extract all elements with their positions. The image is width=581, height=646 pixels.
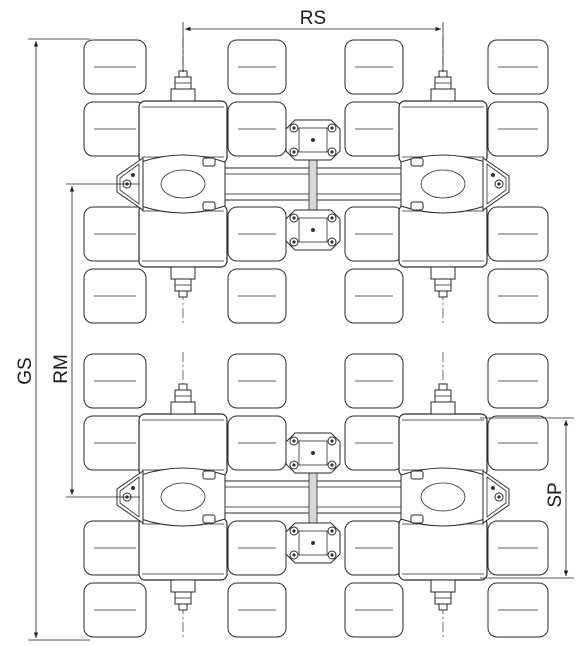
left-lower-hub (138, 517, 228, 581)
flange-bolt-center (330, 439, 334, 443)
flange-bolt-center (330, 240, 334, 244)
left-upper-hub (138, 100, 228, 164)
right-bottom-hub-cap (430, 266, 456, 298)
left-bottom-hub-cap (170, 266, 196, 298)
right-upper-hub (398, 413, 488, 477)
flange-bolt-center (292, 553, 296, 557)
rm-dimension-label: RM (51, 354, 72, 384)
front-axle-assembly (83, 38, 549, 325)
left-knuckle-housing (140, 467, 226, 527)
flange-bolt-center (292, 216, 296, 220)
right-hanger-bracket (482, 470, 510, 524)
right-lower-hub (398, 517, 488, 581)
stud-tip (178, 383, 188, 391)
beam-bolt (202, 470, 216, 480)
left-top-hub-cap (170, 383, 196, 415)
right-upper-hub (398, 100, 488, 164)
left-knuckle-ring (160, 482, 206, 512)
flange-bolt-center (330, 553, 334, 557)
flange-bolt-center (292, 126, 296, 130)
sp-dimension-label: SP (545, 482, 566, 507)
bracket-inner (486, 163, 507, 205)
beam-bolt (202, 201, 216, 211)
rear-axle-assembly (83, 352, 549, 639)
flange-bolt-center (292, 150, 296, 154)
sp-dimension: SP (480, 417, 574, 579)
flange-bolt-center (292, 463, 296, 467)
flange-bolt-center (330, 150, 334, 154)
beam-bolt (202, 157, 216, 167)
bracket-inner (486, 476, 507, 518)
right-top-hub-cap (430, 383, 456, 415)
bracket-pin-center (497, 182, 501, 186)
stud-tip (178, 603, 188, 611)
top-coupling-flange (285, 119, 341, 161)
beam-bolt (410, 470, 424, 480)
rs-dimension-label: RS (300, 8, 326, 29)
bracket-inner (119, 476, 140, 518)
hub-cap-base (170, 266, 196, 280)
hub-cap-base (430, 88, 456, 102)
flange-bolt-center (292, 240, 296, 244)
flange-center-hole (311, 541, 315, 545)
gs-dimension: GS (15, 38, 90, 641)
rm-dimension: RM (51, 183, 140, 498)
flange-bolt-center (330, 126, 334, 130)
bracket-pin-center (497, 495, 501, 499)
gs-dimension-label: GS (15, 357, 36, 384)
flange-center-plate (298, 127, 328, 153)
left-top-hub-cap (170, 70, 196, 102)
flange-bolt-center (330, 529, 334, 533)
flange-bolt-center (330, 463, 334, 467)
right-hanger-bracket (482, 157, 510, 211)
flange-bolt-center (330, 216, 334, 220)
flange-bolt-center (292, 439, 296, 443)
flange-center-plate (298, 530, 328, 556)
flange-center-plate (298, 440, 328, 466)
stud-tip (438, 603, 448, 611)
beam-bolt (410, 514, 424, 524)
beam-bolt (410, 201, 424, 211)
rs-dimension: RS (182, 8, 444, 72)
bracket-inner (119, 163, 140, 205)
top-coupling-flange (285, 432, 341, 474)
grease-nipple (491, 173, 495, 177)
hub-cap-base (170, 401, 196, 415)
flange-center-hole (311, 228, 315, 232)
grease-nipple (491, 486, 495, 490)
beam-bolt (410, 157, 424, 167)
grease-nipple (131, 486, 135, 490)
flange-bolt-center (292, 529, 296, 533)
flange-center-hole (311, 451, 315, 455)
hub-cap-base (170, 88, 196, 102)
right-top-hub-cap (430, 70, 456, 102)
flange-center-plate (298, 217, 328, 243)
hub-cap-base (430, 401, 456, 415)
hub-cap-base (430, 266, 456, 280)
grease-nipple (131, 173, 135, 177)
stud-tip (438, 290, 448, 298)
right-bottom-hub-cap (430, 579, 456, 611)
bottom-coupling-flange (285, 209, 341, 251)
hub-cap-base (170, 579, 196, 593)
right-knuckle-ring (420, 169, 466, 199)
stud-tip (438, 383, 448, 391)
left-knuckle-housing (140, 154, 226, 214)
right-lower-hub (398, 204, 488, 268)
stud-tip (178, 290, 188, 298)
left-knuckle-ring (160, 169, 206, 199)
bottom-coupling-flange (285, 522, 341, 564)
right-knuckle-ring (420, 482, 466, 512)
beam-bolt (202, 514, 216, 524)
left-bottom-hub-cap (170, 579, 196, 611)
hub-cap-base (430, 579, 456, 593)
left-lower-hub (138, 204, 228, 268)
flange-center-hole (311, 138, 315, 142)
left-upper-hub (138, 413, 228, 477)
